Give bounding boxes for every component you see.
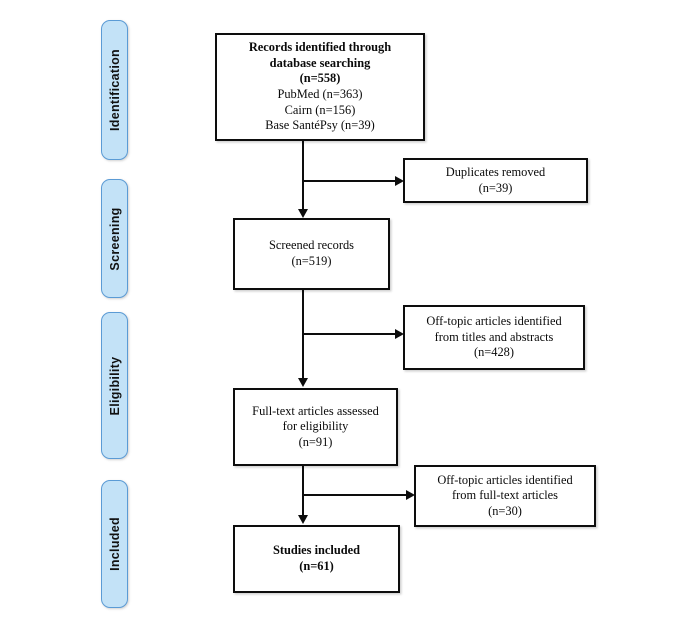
box-fulltext-assessed-text: Full-text articles assessed for eligibil… [246, 404, 385, 451]
connector-branch-offtopic-fulltext [302, 494, 406, 496]
arrowhead-branch-duplicates [395, 176, 404, 186]
box-offtopic-fulltext: Off-topic articles identified from full-… [414, 465, 596, 527]
records-line-4: PubMed (n=363) [277, 87, 363, 101]
box-duplicates-removed: Duplicates removed (n=39) [403, 158, 588, 203]
screened-line-1: Screened records [269, 238, 354, 253]
box-screened-records-text: Screened records (n=519) [263, 238, 360, 269]
box-records-identified-text: Records identified through database sear… [243, 40, 397, 134]
box-duplicates-removed-text: Duplicates removed (n=39) [440, 165, 551, 196]
arrowhead-records-to-screened [298, 209, 308, 218]
box-fulltext-assessed: Full-text articles assessed for eligibil… [233, 388, 398, 466]
box-offtopic-titles-abstracts-text: Off-topic articles identified from title… [420, 314, 567, 361]
stage-label-eligibility: Eligibility [107, 356, 122, 415]
included-line-1: Studies included [272, 543, 361, 558]
box-studies-included-text: Studies included (n=61) [267, 543, 366, 574]
records-line-1: Records identified through [248, 40, 392, 55]
box-offtopic-fulltext-text: Off-topic articles identified from full-… [431, 473, 578, 520]
offtopic-fulltext-line-2: from full-text articles [452, 488, 558, 503]
fulltext-line-1: Full-text articles assessed [252, 403, 379, 418]
records-line-5: Cairn (n=156) [284, 102, 356, 117]
stage-pill-identification: Identification [101, 20, 128, 160]
stage-pill-included: Included [101, 480, 128, 608]
stage-pill-eligibility: Eligibility [101, 312, 128, 459]
box-records-identified: Records identified through database sear… [215, 33, 425, 141]
arrowhead-fulltext-to-included [298, 515, 308, 524]
connector-branch-duplicates [302, 180, 395, 182]
box-offtopic-titles-abstracts: Off-topic articles identified from title… [403, 305, 585, 370]
connector-records-to-screened [302, 141, 304, 209]
screened-line-2: (n=519) [291, 254, 332, 268]
connector-fulltext-to-included [302, 466, 304, 515]
box-studies-included: Studies included (n=61) [233, 525, 400, 593]
offtopic-titles-line-3: (n=428) [473, 345, 515, 360]
connector-branch-offtopic-titles [302, 333, 395, 335]
offtopic-titles-line-2: from titles and abstracts [434, 329, 554, 344]
fulltext-line-2: for eligibility [282, 419, 349, 434]
stage-label-screening: Screening [107, 206, 122, 271]
records-line-3: (n=558) [299, 71, 341, 86]
arrowhead-branch-offtopic-fulltext [406, 490, 415, 500]
stage-pill-screening: Screening [101, 179, 128, 298]
records-line-6: Base SantéPsy (n=39) [265, 118, 375, 133]
stage-label-included: Included [107, 517, 122, 571]
duplicates-line-2: (n=39) [478, 180, 513, 195]
stage-label-identification: Identification [107, 49, 122, 131]
fulltext-line-3: (n=91) [298, 434, 333, 449]
arrowhead-branch-offtopic-titles [395, 329, 404, 339]
offtopic-fulltext-line-3: (n=30) [488, 503, 522, 518]
arrowhead-screened-to-fulltext [298, 378, 308, 387]
offtopic-fulltext-line-1: Off-topic articles identified [437, 472, 573, 487]
duplicates-line-1: Duplicates removed [445, 164, 546, 179]
records-line-2: database searching [269, 55, 371, 70]
offtopic-titles-line-1: Off-topic articles identified [426, 314, 562, 329]
included-line-2: (n=61) [299, 559, 334, 573]
box-screened-records: Screened records (n=519) [233, 218, 390, 290]
